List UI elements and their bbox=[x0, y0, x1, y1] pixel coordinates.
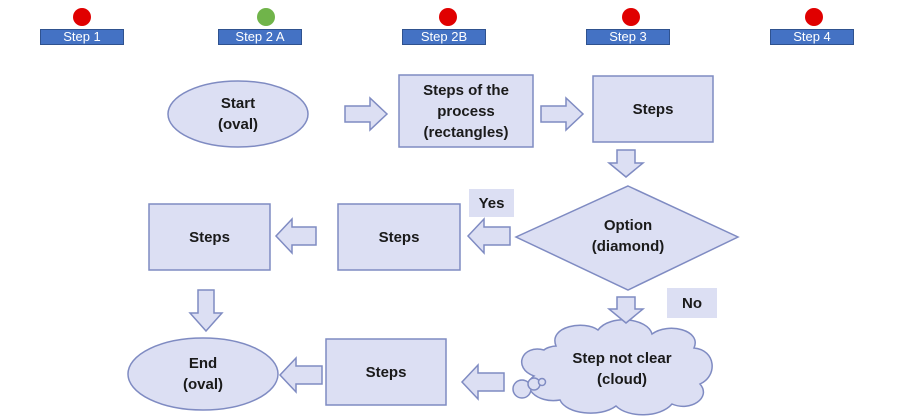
steps-mid-left-rectangle bbox=[148, 203, 271, 271]
steps-top-text: Steps bbox=[632, 100, 674, 118]
process-text-line2: process bbox=[437, 102, 495, 120]
steps-mid-right-text: Steps bbox=[378, 228, 420, 246]
steps-mid-left-text: Steps bbox=[189, 228, 230, 246]
process-rectangle bbox=[398, 74, 534, 148]
step-2a-label: Step 2 A bbox=[218, 29, 302, 45]
process-text-line1: Steps of the bbox=[423, 81, 509, 99]
option-text-line1: Option bbox=[603, 217, 653, 234]
steps-bottom-text: Steps bbox=[365, 363, 407, 381]
step-2b-status-dot bbox=[439, 8, 457, 26]
step-1-label: Step 1 bbox=[40, 29, 124, 45]
process-text-line3: (rectangles) bbox=[423, 123, 509, 141]
step-2a-status-dot bbox=[257, 8, 275, 26]
arrow-steps-to-steps-left bbox=[274, 217, 317, 255]
arrow-steps-to-end bbox=[278, 356, 323, 394]
arrow-option-to-cloud-no bbox=[606, 296, 646, 324]
step-2b-label: Step 2B bbox=[402, 29, 486, 45]
arrow-cloud-to-steps bbox=[460, 363, 505, 401]
yes-label: Yes bbox=[469, 189, 514, 217]
option-text-line2: (diamond) bbox=[591, 238, 665, 255]
process-text: Steps of the process (rectangles) bbox=[399, 75, 533, 147]
cloud-text: Step not clear (cloud) bbox=[548, 340, 696, 398]
start-text-line2: (oval) bbox=[217, 116, 258, 133]
start-text-line1: Start bbox=[220, 95, 256, 112]
start-oval bbox=[167, 80, 309, 148]
arrow-start-to-process bbox=[344, 96, 389, 132]
cloud-shape bbox=[512, 319, 713, 416]
option-text: Option (diamond) bbox=[563, 208, 693, 264]
step-3-label: Step 3 bbox=[586, 29, 670, 45]
arrow-process-to-steps bbox=[540, 96, 585, 132]
steps-mid-right-rectangle bbox=[337, 203, 461, 271]
end-text: End (oval) bbox=[143, 346, 263, 402]
option-diamond bbox=[514, 185, 740, 291]
end-text-line2: (oval) bbox=[182, 376, 223, 393]
end-oval bbox=[127, 337, 279, 411]
step-4-status-dot bbox=[805, 8, 823, 26]
arrow-option-to-steps-yes bbox=[466, 217, 511, 255]
cloud-text-line1: Step not clear bbox=[572, 350, 672, 367]
step-1-status-dot bbox=[73, 8, 91, 26]
steps-top-rectangle bbox=[592, 75, 714, 143]
start-text: Start (oval) bbox=[178, 86, 298, 142]
steps-bottom-rectangle bbox=[325, 338, 447, 406]
end-text-line1: End bbox=[188, 355, 218, 372]
no-label: No bbox=[667, 288, 717, 318]
step-4-label: Step 4 bbox=[770, 29, 854, 45]
step-3-status-dot bbox=[622, 8, 640, 26]
arrow-steps-to-option bbox=[606, 149, 646, 178]
arrow-steps-to-end-column bbox=[188, 289, 224, 333]
cloud-text-line2: (cloud) bbox=[596, 371, 647, 388]
